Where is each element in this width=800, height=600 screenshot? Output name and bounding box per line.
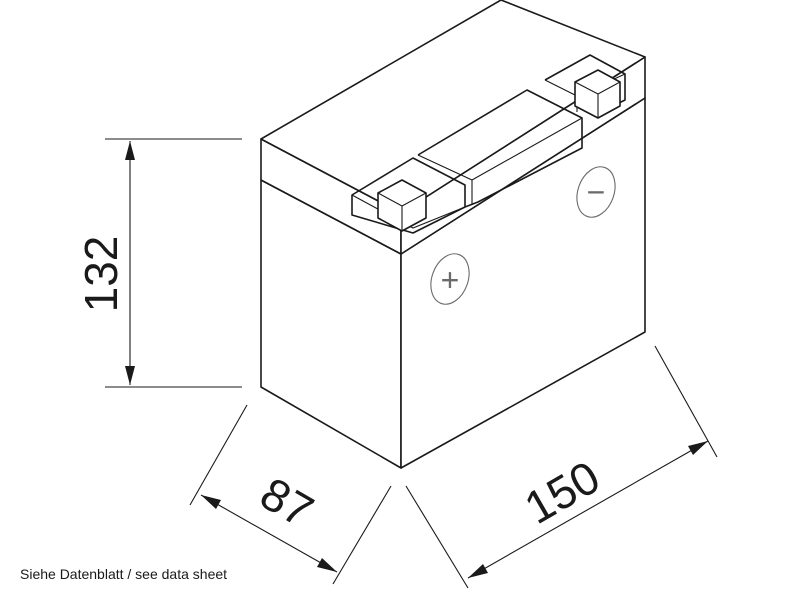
positive-symbol-text: + <box>441 262 460 298</box>
lid-top <box>260 0 646 214</box>
extension-lines <box>105 138 718 589</box>
negative-terminal-post <box>574 69 621 119</box>
width-dimension-label: 150 <box>516 450 608 533</box>
positive-terminal-post <box>377 179 427 232</box>
caption: Siehe Datenblatt / see data sheet <box>20 566 228 582</box>
depth-dimension-label: 87 <box>252 467 322 538</box>
depth-dimension: 87 <box>200 467 338 573</box>
height-dimension: 132 <box>75 141 135 385</box>
vent-recess <box>417 89 583 208</box>
negative-symbol: − <box>576 166 616 218</box>
positive-symbol: + <box>430 253 470 305</box>
height-dimension-label: 132 <box>75 236 127 313</box>
negative-symbol-text: − <box>587 174 606 210</box>
battery-body <box>260 0 646 469</box>
width-dimension: 150 <box>467 440 709 579</box>
